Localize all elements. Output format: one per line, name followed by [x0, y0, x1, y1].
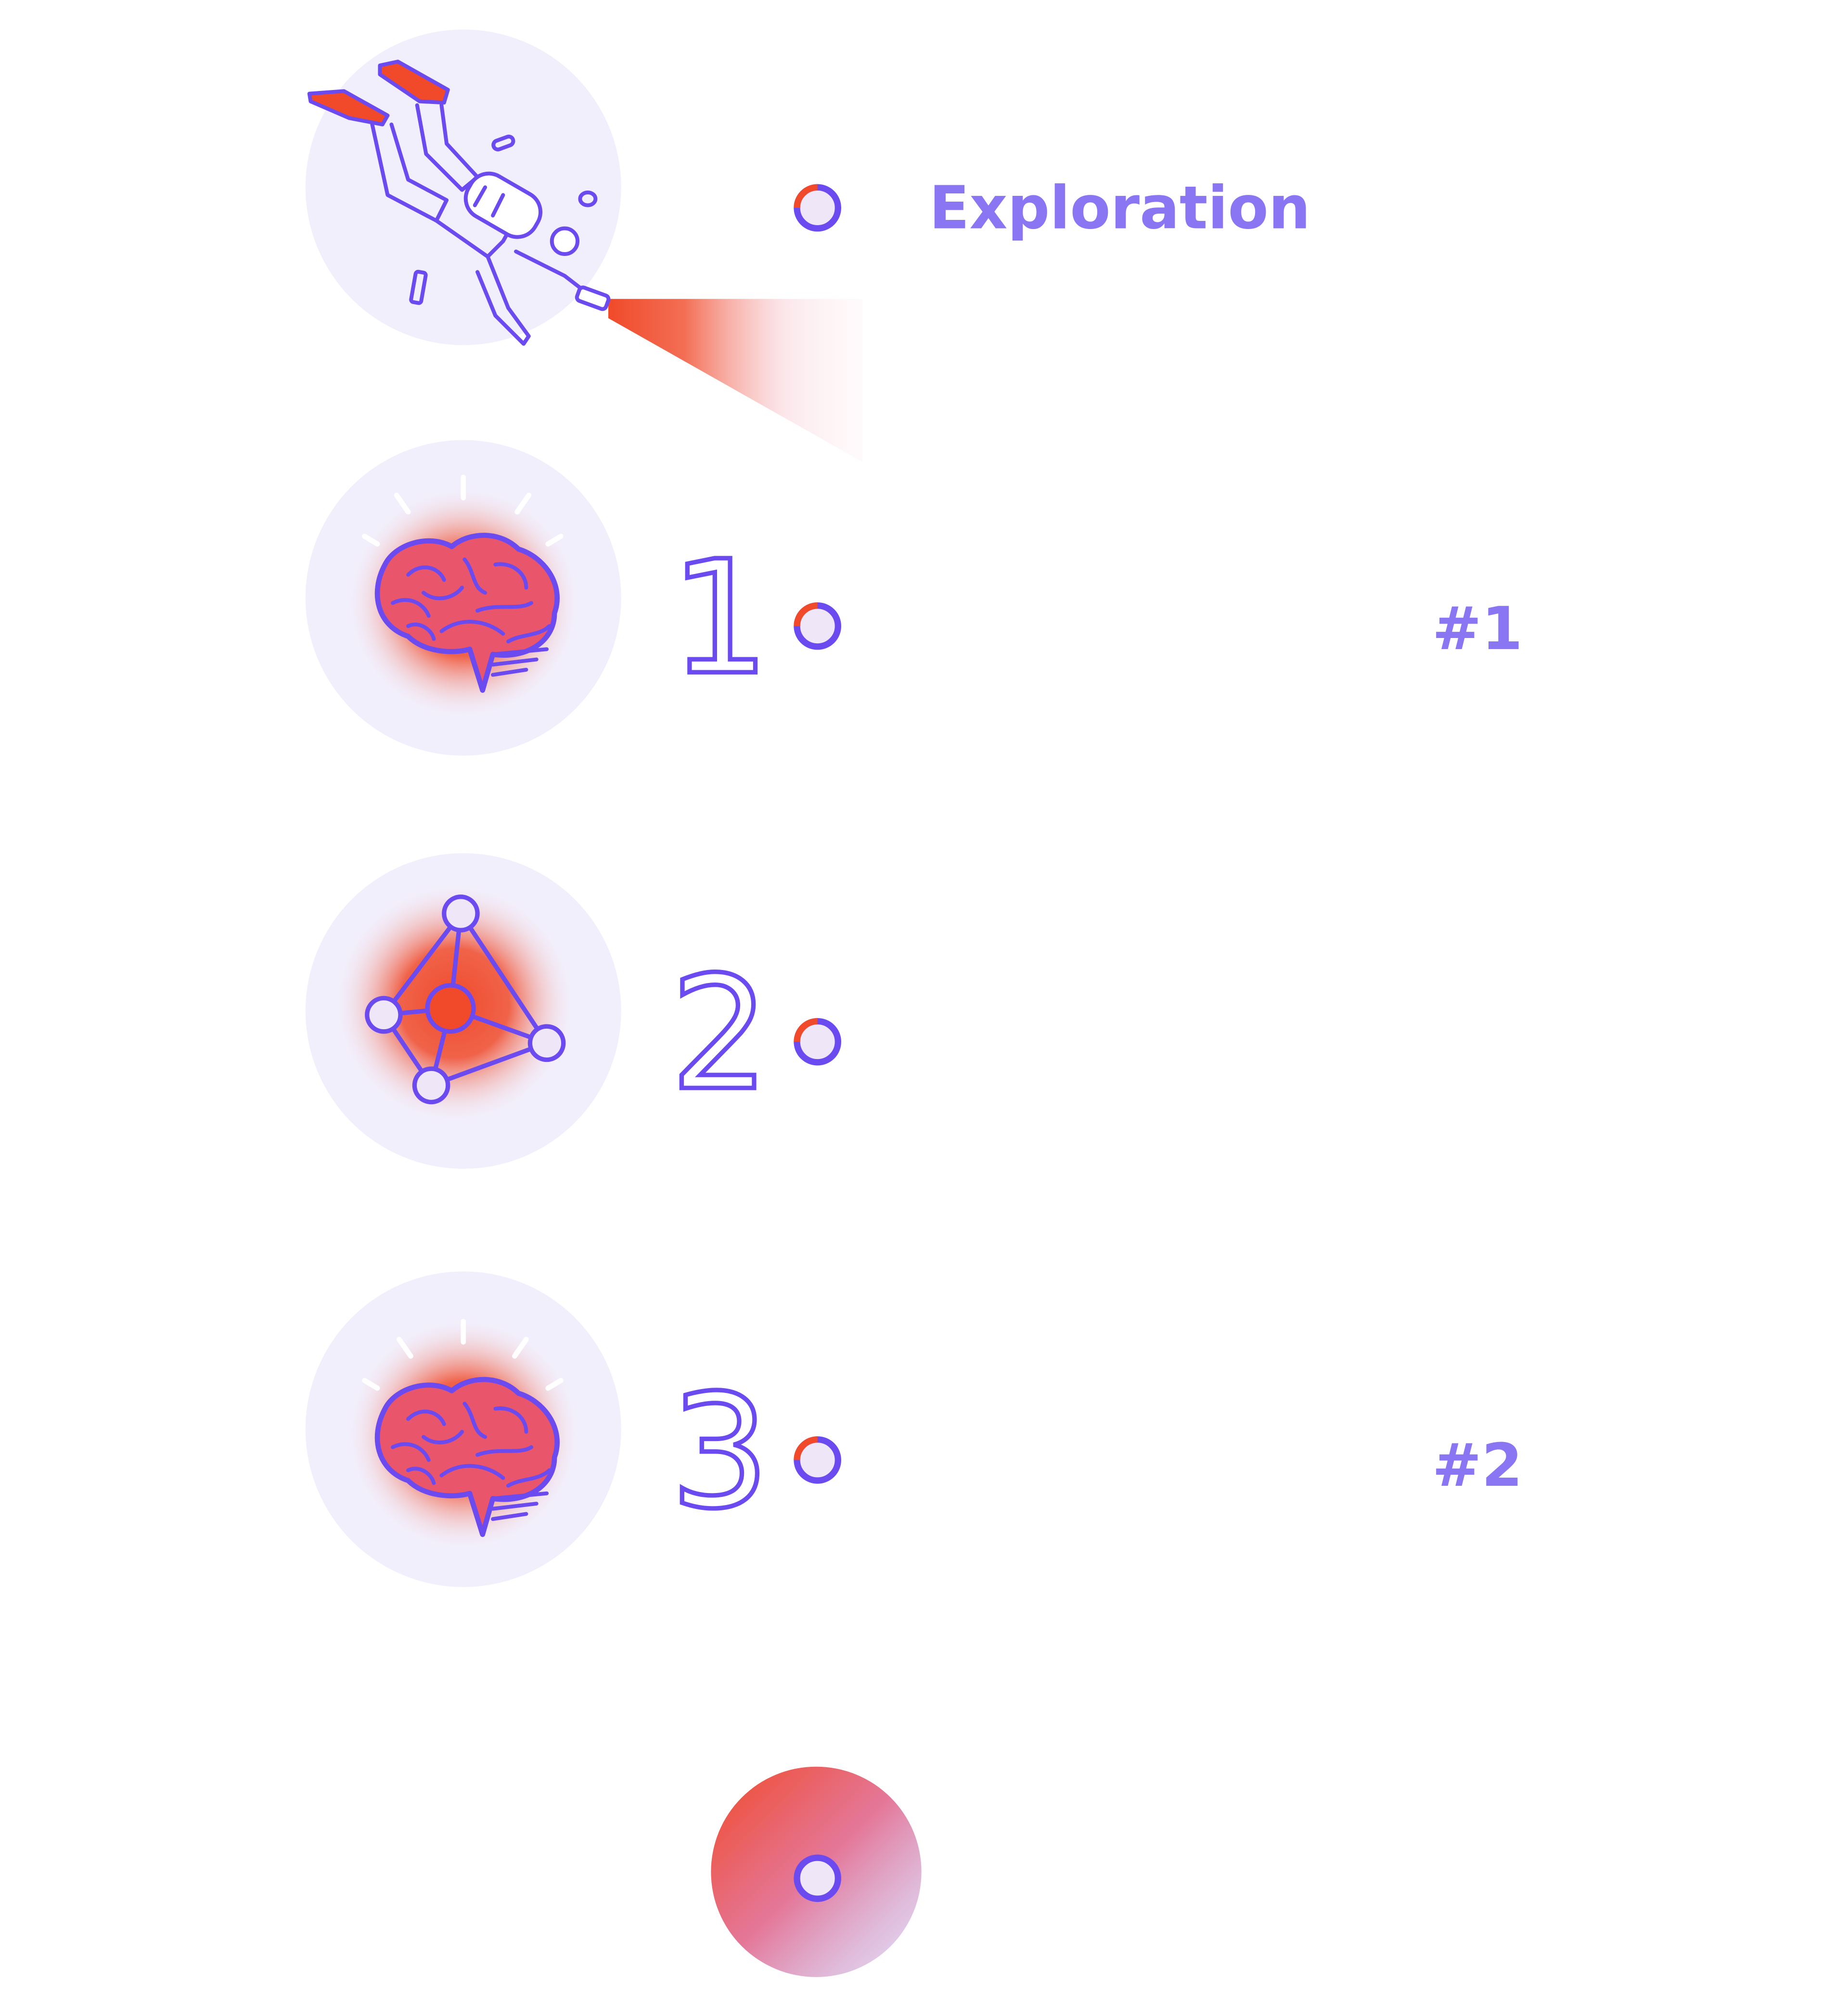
timeline-node-1: [794, 602, 842, 650]
marker-label: #1: [1432, 594, 1523, 663]
step-2-icon-circle: [305, 853, 621, 1169]
timeline-node-2: [794, 1018, 842, 1066]
diver-icon: [307, 59, 611, 346]
marker-label: #2: [1432, 1431, 1523, 1500]
timeline-node-start: [794, 184, 842, 232]
brain-icon: [362, 1319, 564, 1537]
step-number: 3: [670, 1361, 770, 1543]
timeline-node-end: [794, 1854, 842, 1902]
step-3-icon-circle: [305, 1271, 621, 1587]
diver-illustration: [305, 29, 863, 462]
network-icon: [365, 894, 566, 1105]
brain-icon: [362, 474, 564, 693]
step-number: 1: [670, 527, 770, 709]
step-1-icon-circle: [305, 440, 621, 756]
step-number: 2: [670, 943, 770, 1125]
flashlight-beam: [608, 299, 863, 462]
page-title: Exploration: [929, 174, 1310, 243]
timeline-node-3: [794, 1436, 842, 1484]
